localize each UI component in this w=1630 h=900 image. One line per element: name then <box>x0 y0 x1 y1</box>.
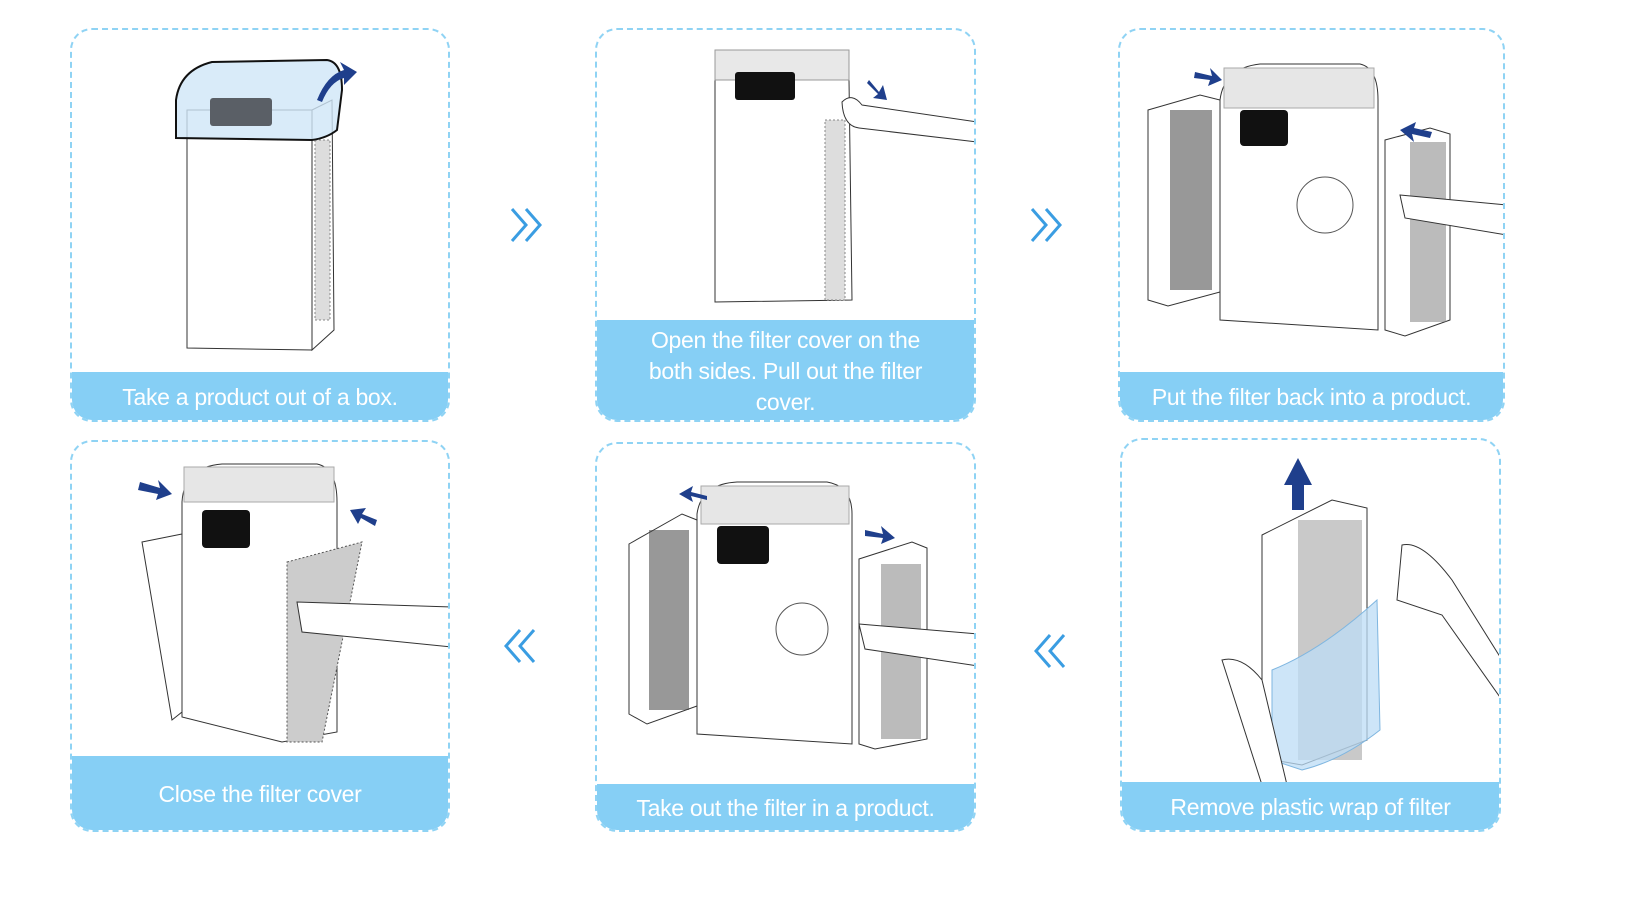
hand <box>296 601 448 648</box>
step-caption: Take a product out of a box. <box>72 372 448 420</box>
step-caption: Close the filter cover <box>72 756 448 830</box>
display-panel <box>210 98 272 126</box>
display-panel <box>717 526 769 564</box>
step-card-5: Take out the filter in a product. <box>595 442 976 832</box>
step-card-3: Put the filter back into a product. <box>1118 28 1505 422</box>
display-panel <box>735 72 795 100</box>
step-card-1: Take a product out of a box. <box>70 28 450 422</box>
arrow-icon <box>679 486 707 502</box>
purifier-in-box-illustration <box>175 58 357 352</box>
step-caption: Remove plastic wrap of filter <box>1122 782 1499 830</box>
display-panel <box>1240 110 1288 146</box>
hand <box>1396 543 1499 697</box>
hand <box>1221 658 1288 785</box>
step-caption: Open the filter cover on the both sides.… <box>597 320 974 420</box>
arrow-icon <box>865 526 895 544</box>
insert-filter-illustration <box>1147 63 1503 337</box>
arrow-icon <box>867 80 887 100</box>
step-card-6: Close the filter cover <box>70 440 450 832</box>
step-caption: Take out the filter in a product. <box>597 784 974 830</box>
close-filter-cover-illustration <box>138 463 448 743</box>
arrow-icon <box>317 62 357 102</box>
open-filter-cover-illustration <box>714 49 974 303</box>
arrow-icon <box>1284 458 1312 510</box>
arrow-icon <box>1194 68 1222 86</box>
step-card-2: Open the filter cover on the both sides.… <box>595 28 976 422</box>
double-chevron-right-icon <box>510 208 542 242</box>
hand <box>1399 194 1503 235</box>
hand <box>858 623 974 666</box>
plastic-wrap <box>1271 598 1381 771</box>
arrow-icon <box>350 508 377 526</box>
remove-filter-illustration <box>628 481 974 750</box>
arrow-icon <box>1400 122 1432 142</box>
double-chevron-right-icon <box>1030 208 1062 242</box>
purifier-drawing <box>186 99 335 352</box>
double-chevron-left-icon <box>504 629 536 663</box>
step-caption: Put the filter back into a product. <box>1120 372 1503 420</box>
hand <box>841 97 974 143</box>
unwrap-filter-illustration <box>1221 458 1499 785</box>
double-chevron-left-icon <box>1034 634 1066 668</box>
arrow-icon <box>138 480 172 500</box>
display-panel <box>202 510 250 548</box>
step-card-4: Remove plastic wrap of filter <box>1120 438 1501 832</box>
